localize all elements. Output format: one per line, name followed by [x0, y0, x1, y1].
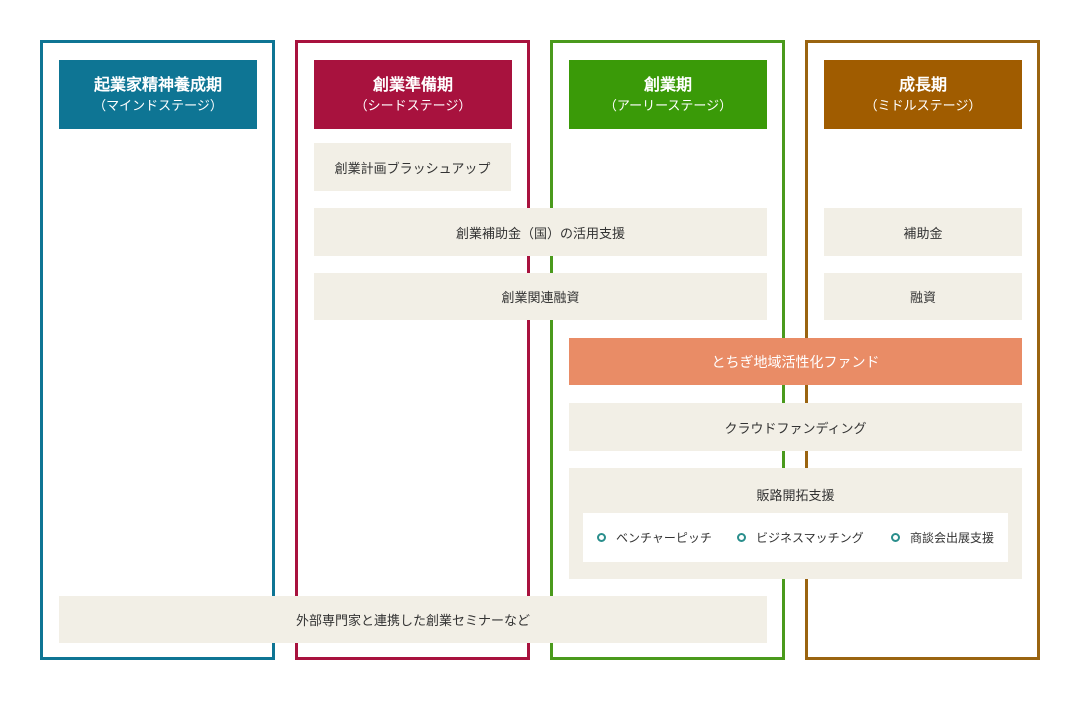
stage-header-middle: 成長期 （ミドルステージ） [824, 60, 1022, 129]
sales-support-list: ベンチャーピッチ ビジネスマッチング 商談会出展支援 [583, 513, 1008, 562]
brushup-box: 創業計画ブラッシュアップ [314, 143, 511, 191]
stage-subtitle: （アーリーステージ） [603, 99, 733, 114]
stage-column-seed [295, 40, 530, 660]
list-item-label: ビジネスマッチング [756, 531, 864, 545]
circle-bullet-icon [891, 533, 900, 542]
list-item: ビジネスマッチング [737, 529, 864, 546]
list-item: 商談会出展支援 [891, 529, 994, 546]
circle-bullet-icon [597, 533, 606, 542]
loan-box: 融資 [824, 273, 1022, 320]
list-item-label: ベンチャーピッチ [616, 531, 712, 545]
list-item-label: 商談会出展支援 [910, 531, 995, 545]
sales-support-box: 販路開拓支援 ベンチャーピッチ ビジネスマッチング 商談会出展支援 [569, 468, 1022, 579]
national-subsidy-box: 創業補助金（国）の活用支援 [314, 208, 767, 256]
list-item: ベンチャーピッチ [597, 529, 712, 546]
seminar-box: 外部専門家と連携した創業セミナーなど [59, 596, 767, 643]
stage-subtitle: （マインドステージ） [93, 99, 223, 114]
stage-column-mind [40, 40, 275, 660]
circle-bullet-icon [737, 533, 746, 542]
startup-loan-box: 創業関連融資 [314, 273, 767, 320]
crowdfunding-box: クラウドファンディング [569, 403, 1022, 451]
stage-header-mind: 起業家精神養成期 （マインドステージ） [59, 60, 257, 129]
stage-header-early: 創業期 （アーリーステージ） [569, 60, 767, 129]
stage-title: 創業期 [643, 75, 692, 94]
fund-box: とちぎ地域活性化ファンド [569, 338, 1022, 385]
stage-title: 成長期 [898, 75, 947, 94]
stage-subtitle: （ミドルステージ） [864, 99, 982, 114]
subsidy-box: 補助金 [824, 208, 1022, 256]
stage-title: 起業家精神養成期 [93, 75, 222, 94]
stage-title: 創業準備期 [372, 75, 453, 94]
sales-support-title: 販路開拓支援 [756, 489, 835, 504]
stage-subtitle: （シードステージ） [354, 99, 472, 114]
stage-header-seed: 創業準備期 （シードステージ） [314, 60, 512, 129]
